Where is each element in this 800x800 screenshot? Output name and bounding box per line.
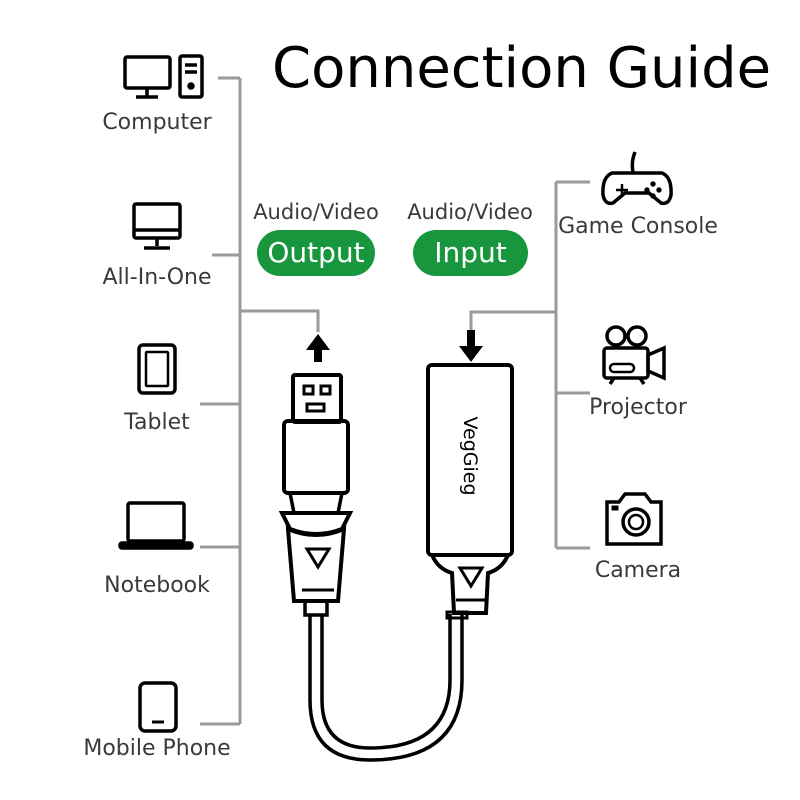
- device-label-tablet: Tablet: [124, 410, 190, 435]
- notebook-icon: [118, 501, 194, 550]
- device-label-all-in-one: All-In-One: [102, 265, 212, 290]
- input-arrow-icon: [459, 330, 483, 362]
- input-caption: Audio/Video: [407, 200, 533, 224]
- output-badge: Output: [257, 230, 375, 276]
- page-title: Connection Guide: [272, 36, 772, 101]
- input-badge: Input: [413, 230, 528, 276]
- device-label-notebook: Notebook: [104, 573, 210, 598]
- capture-device: [426, 363, 514, 620]
- camera-icon: [605, 492, 663, 546]
- device-label-computer: Computer: [102, 110, 212, 135]
- left-connector-lines: [200, 76, 320, 726]
- projector-icon: [602, 325, 666, 385]
- device-label-camera: Camera: [594, 558, 682, 583]
- all-in-one-icon: [132, 202, 182, 250]
- cable-loop: [308, 614, 464, 762]
- device-label-projector: Projector: [589, 395, 687, 420]
- game-console-icon: [601, 151, 673, 206]
- output-caption: Audio/Video: [253, 200, 379, 224]
- brand-label: VegGieg: [459, 416, 481, 496]
- computer-icon: [123, 54, 204, 99]
- usb-cable: [278, 373, 354, 617]
- device-label-mobile-phone: Mobile Phone: [83, 736, 231, 761]
- right-connector-lines: [469, 180, 590, 550]
- tablet-icon: [137, 343, 177, 395]
- output-arrow-icon: [306, 334, 330, 362]
- device-label-game-console: Game Console: [558, 214, 718, 239]
- mobile-phone-icon: [138, 681, 178, 733]
- cable-loop-inner: [320, 614, 452, 750]
